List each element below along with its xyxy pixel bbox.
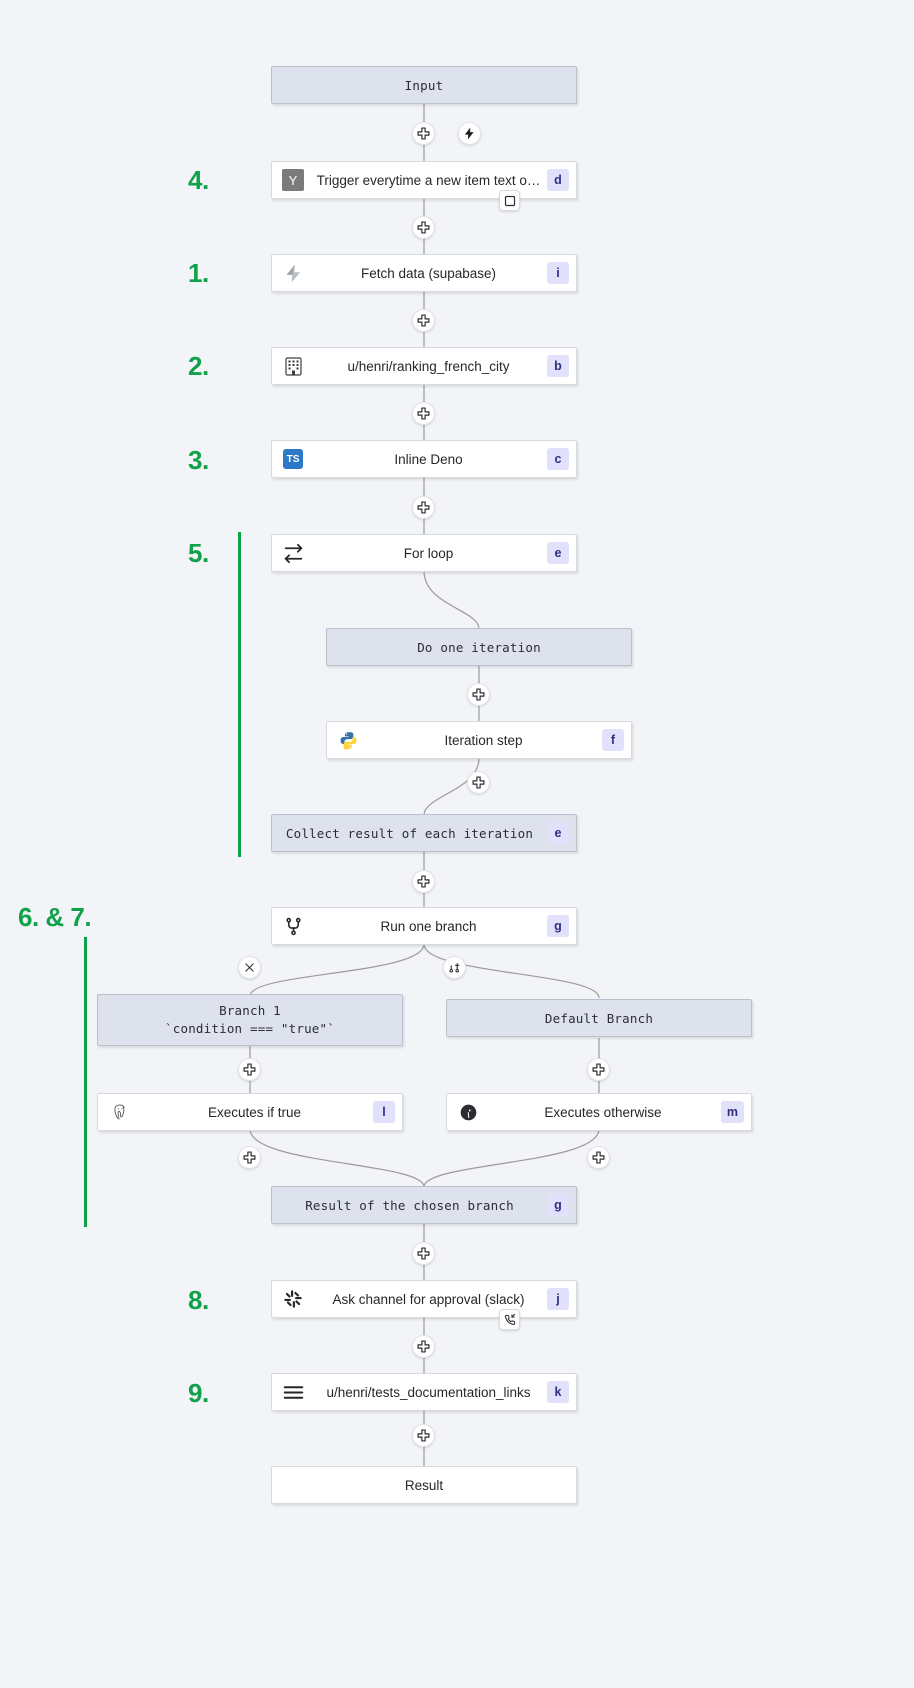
add-step-button-ranking-deno[interactable] bbox=[412, 402, 435, 425]
yahoo-mail-icon: Y bbox=[276, 162, 310, 198]
node-fetch-data-label: Fetch data (supabase) bbox=[360, 265, 497, 281]
node-result-chosen-branch-badge: g bbox=[547, 1194, 569, 1216]
node-default-branch-label: Default Branch bbox=[544, 1010, 654, 1026]
node-for-loop-badge: e bbox=[547, 542, 569, 564]
lightning-bolt-button[interactable] bbox=[458, 122, 481, 145]
add-step-button-iteration-collect[interactable] bbox=[467, 771, 490, 794]
node-branch-1[interactable]: Branch 1 `condition === "true"` bbox=[97, 994, 403, 1046]
node-trigger-badge: d bbox=[547, 169, 569, 191]
step-number-9: 9. bbox=[188, 1378, 209, 1408]
node-inline-deno[interactable]: TS Inline Deno c bbox=[271, 440, 577, 478]
node-inline-deno-badge: c bbox=[547, 448, 569, 470]
close-x-button-branch-1[interactable] bbox=[238, 956, 261, 979]
node-default-branch[interactable]: Default Branch bbox=[446, 999, 752, 1037]
node-run-one-branch-label: Run one branch bbox=[380, 918, 477, 934]
node-executes-otherwise[interactable]: Executes otherwise m bbox=[446, 1093, 752, 1131]
add-step-button-after-if-true[interactable] bbox=[238, 1146, 261, 1169]
for-loop-green-rail bbox=[238, 532, 241, 857]
node-ranking-french-city[interactable]: u/henri/ranking_french_city b bbox=[271, 347, 577, 385]
step-number-8: 8. bbox=[188, 1285, 209, 1315]
node-branch-1-label: Branch 1 `condition === "true"` bbox=[98, 1002, 402, 1038]
add-step-button-ask-docs[interactable] bbox=[412, 1335, 435, 1358]
branch-green-rail bbox=[84, 937, 87, 1227]
node-ask-channel-approval-label: Ask channel for approval (slack) bbox=[332, 1291, 525, 1307]
node-executes-if-true[interactable]: Executes if true l bbox=[97, 1093, 403, 1131]
branch-fork-icon bbox=[276, 908, 310, 944]
node-run-one-branch-badge: g bbox=[547, 915, 569, 937]
node-trigger-label: Trigger everytime a new item text o… bbox=[316, 172, 541, 188]
phone-incoming-button[interactable] bbox=[499, 1309, 520, 1330]
hamburger-lines-icon bbox=[276, 1374, 310, 1410]
loop-arrows-icon bbox=[276, 535, 310, 571]
node-tests-documentation-links-badge: k bbox=[547, 1381, 569, 1403]
step-number-3: 3. bbox=[188, 445, 209, 475]
node-collect-result-label: Collect result of each iteration bbox=[285, 825, 534, 841]
add-step-button-deno-forloop[interactable] bbox=[412, 496, 435, 519]
postgresql-elephant-icon bbox=[102, 1094, 136, 1130]
node-result-chosen-branch[interactable]: Result of the chosen branch g bbox=[271, 1186, 577, 1224]
add-step-button-fetch-ranking[interactable] bbox=[412, 309, 435, 332]
node-result-label: Result bbox=[404, 1477, 444, 1493]
deno-icon bbox=[451, 1094, 485, 1130]
add-step-button-docs-result[interactable] bbox=[412, 1424, 435, 1447]
slack-hash-icon bbox=[276, 1281, 310, 1317]
node-collect-result[interactable]: Collect result of each iteration e bbox=[271, 814, 577, 852]
building-icon bbox=[276, 348, 310, 384]
node-result-chosen-branch-label: Result of the chosen branch bbox=[305, 1197, 514, 1213]
node-iteration-step-label: Iteration step bbox=[444, 732, 523, 748]
node-fetch-data[interactable]: Fetch data (supabase) i bbox=[271, 254, 577, 292]
node-ask-channel-approval-badge: j bbox=[547, 1288, 569, 1310]
node-executes-otherwise-badge: m bbox=[720, 1101, 744, 1123]
node-ranking-french-city-label: u/henri/ranking_french_city bbox=[347, 358, 510, 374]
checkbox-square-button[interactable] bbox=[499, 190, 520, 211]
node-tests-documentation-links-label: u/henri/tests_documentation_links bbox=[326, 1384, 531, 1400]
python-icon bbox=[331, 722, 365, 758]
node-executes-if-true-label: Executes if true bbox=[207, 1104, 302, 1120]
node-branch-1-title: Branch 1 bbox=[219, 1002, 281, 1018]
node-run-one-branch[interactable]: Run one branch g bbox=[271, 907, 577, 945]
node-iteration-step[interactable]: Iteration step f bbox=[326, 721, 632, 759]
add-step-button-branch1[interactable] bbox=[238, 1058, 261, 1081]
node-tests-documentation-links[interactable]: u/henri/tests_documentation_links k bbox=[271, 1373, 577, 1411]
step-number-2: 2. bbox=[188, 351, 209, 381]
node-ask-channel-approval[interactable]: Ask channel for approval (slack) j bbox=[271, 1280, 577, 1318]
node-executes-otherwise-label: Executes otherwise bbox=[544, 1104, 662, 1120]
node-result[interactable]: Result bbox=[271, 1466, 577, 1504]
add-step-button-collect-branch[interactable] bbox=[412, 870, 435, 893]
add-step-button-iteration[interactable] bbox=[467, 683, 490, 706]
node-executes-if-true-badge: l bbox=[373, 1101, 395, 1123]
typescript-icon: TS bbox=[276, 441, 310, 477]
node-input[interactable]: Input bbox=[271, 66, 577, 104]
add-step-button-result-ask[interactable] bbox=[412, 1242, 435, 1265]
node-branch-1-condition: `condition === "true"` bbox=[165, 1021, 335, 1036]
node-for-loop[interactable]: For loop e bbox=[271, 534, 577, 572]
node-iteration-step-badge: f bbox=[602, 729, 624, 751]
supabase-bolt-icon bbox=[276, 255, 310, 291]
add-step-button-default-branch[interactable] bbox=[587, 1058, 610, 1081]
step-number-4: 4. bbox=[188, 165, 209, 195]
add-step-button-after-otherwise[interactable] bbox=[587, 1146, 610, 1169]
step-number-6-and-7: 6. & 7. bbox=[18, 902, 92, 932]
node-do-one-iteration[interactable]: Do one iteration bbox=[326, 628, 632, 666]
node-for-loop-label: For loop bbox=[403, 545, 454, 561]
add-step-button-trigger-fetch[interactable] bbox=[412, 216, 435, 239]
step-number-5: 5. bbox=[188, 538, 209, 568]
add-step-button-input-trigger[interactable] bbox=[412, 122, 435, 145]
node-ranking-french-city-badge: b bbox=[547, 355, 569, 377]
node-do-one-iteration-label: Do one iteration bbox=[417, 639, 541, 655]
node-input-label: Input bbox=[404, 77, 444, 93]
node-trigger[interactable]: Y Trigger everytime a new item text o… d bbox=[271, 161, 577, 199]
node-fetch-data-badge: i bbox=[547, 262, 569, 284]
add-branch-button[interactable] bbox=[443, 956, 466, 979]
node-collect-result-badge: e bbox=[547, 822, 569, 844]
step-number-1: 1. bbox=[188, 258, 209, 288]
node-inline-deno-label: Inline Deno bbox=[394, 451, 463, 467]
